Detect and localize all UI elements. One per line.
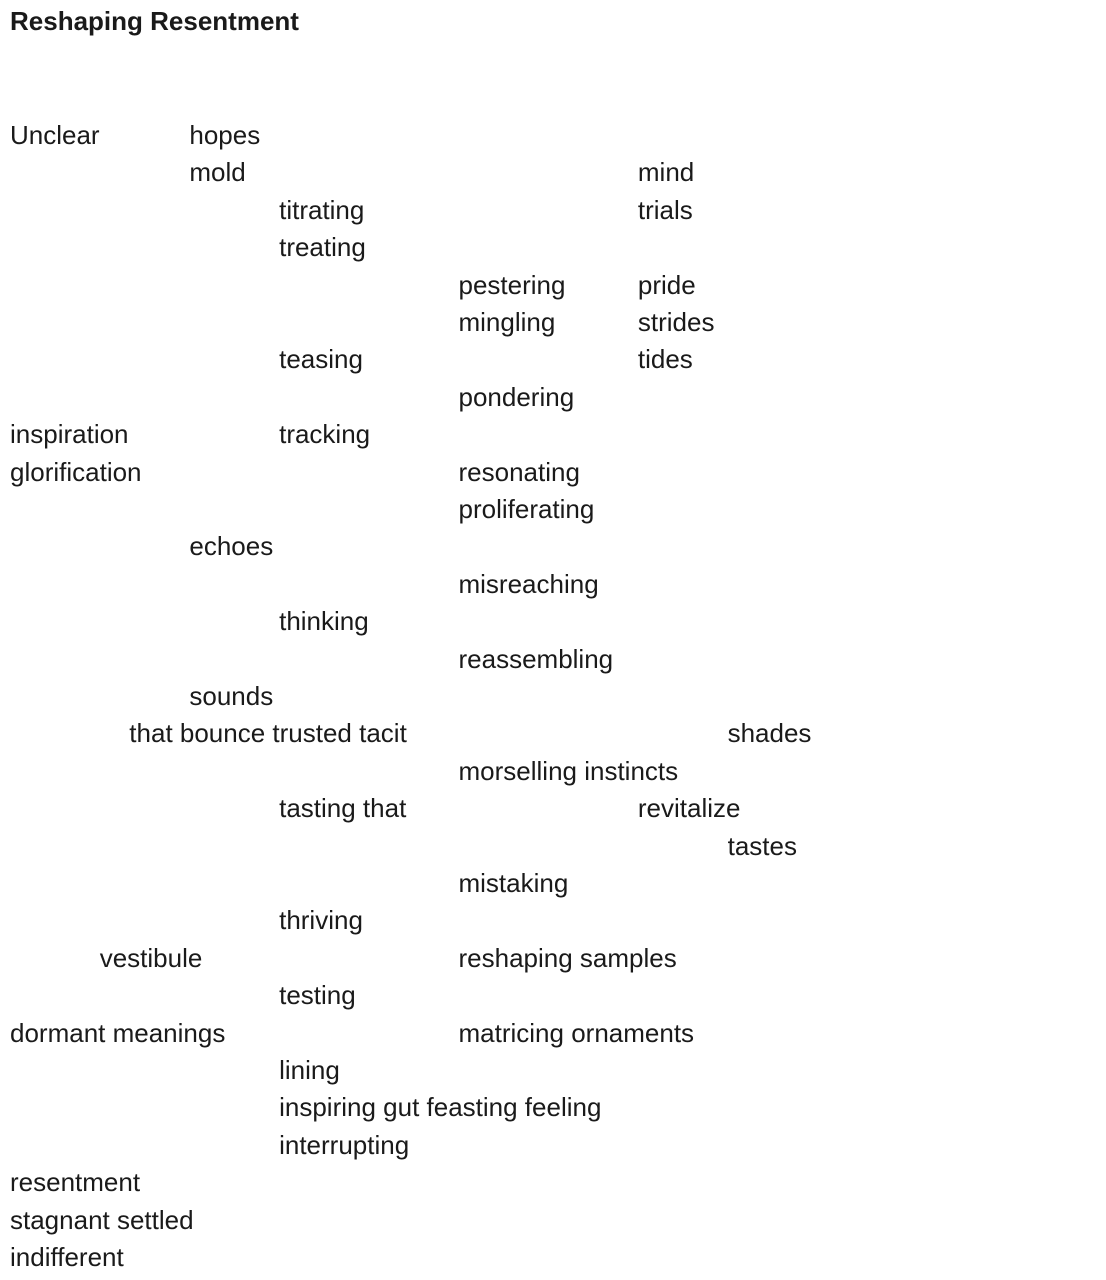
poem-line: proliferating: [0, 492, 1106, 529]
poem-fragment: pestering: [458, 269, 566, 300]
poem-line: vestibule reshaping samples: [0, 941, 1106, 978]
poem-fragment: vestibule: [99, 942, 203, 973]
poem-fragment: glorification: [10, 456, 142, 487]
poem-fragment: shades: [727, 718, 812, 749]
poem-fragment: echoes: [189, 531, 274, 562]
poem-fragment: Unclear: [10, 120, 100, 150]
poem-fragment: thriving: [279, 905, 363, 936]
poem-line: thinking: [0, 604, 1106, 641]
poem-line: dormant meanings matricing ornaments: [0, 1016, 1106, 1053]
poem-line: glorification resonating: [0, 455, 1106, 492]
poem-line: mold mind: [0, 155, 1106, 192]
poem-fragment: misreaching: [458, 568, 599, 599]
poem-fragment: reshaping samples: [458, 942, 677, 973]
poem-fragment: mind: [637, 157, 695, 188]
poem-line: teasing tides: [0, 342, 1106, 379]
poem-fragment: teasing: [279, 344, 363, 375]
poem-fragment: mingling: [458, 307, 556, 337]
poem-fragment: hopes: [189, 120, 261, 150]
poem-fragment: treating: [279, 232, 366, 263]
poem-line: tastes: [0, 829, 1106, 866]
poem-fragment: stagnant settled: [10, 1204, 194, 1235]
poem-line: misreaching: [0, 567, 1106, 604]
poem-fragment: matricing ornaments: [458, 1017, 695, 1048]
poem-fragment: dormant meanings: [10, 1017, 226, 1048]
poem-fragment: thinking: [279, 606, 369, 637]
poem-fragment: inspiring gut feasting feeling: [279, 1092, 602, 1123]
poem-line: stagnant settled: [0, 1203, 1106, 1240]
poem-fragment: proliferating: [458, 494, 595, 524]
poem-fragment: inspiration: [10, 419, 129, 450]
poem-line: thriving: [0, 903, 1106, 940]
poem-fragment: pride: [637, 269, 696, 300]
poem-fragment: testing: [279, 980, 356, 1011]
poem-fragment: interrupting: [279, 1129, 410, 1160]
poem-fragment: strides: [637, 307, 715, 337]
poem-fragment: titrating: [279, 194, 365, 225]
poem-fragment: indifferent: [10, 1242, 124, 1272]
poem-line: interrupting: [0, 1128, 1106, 1165]
poem-title: Reshaping Resentment: [10, 6, 299, 36]
poem-fragment: resentment: [10, 1167, 141, 1198]
poem-fragment: reassembling: [458, 643, 614, 674]
poem-line: pondering: [0, 380, 1106, 417]
poem-line: sounds: [0, 679, 1106, 716]
poem-line: inspiring gut feasting feeling: [0, 1090, 1106, 1127]
poem-line: mingling strides: [0, 305, 1106, 342]
poem-line: indifferent: [0, 1240, 1106, 1277]
poem-fragment: mold: [189, 157, 246, 188]
poem-fragment: morselling instincts: [458, 755, 679, 786]
poem-line: reassembling: [0, 642, 1106, 679]
poem-line: mistaking: [0, 866, 1106, 903]
poem-fragment: revitalize: [637, 793, 741, 824]
poem-fragment: tracking: [279, 419, 371, 450]
poem-fragment: resonating: [458, 456, 580, 487]
poem-fragment: lining: [279, 1055, 340, 1085]
poem-line: resentment: [0, 1165, 1106, 1202]
poem-fragment: mistaking: [458, 868, 569, 898]
poem-fragment: tastes: [727, 830, 797, 861]
poem-fragment: sounds: [189, 681, 274, 711]
poem-line: testing: [0, 978, 1106, 1015]
poem-line: Unclear hopes: [0, 118, 1106, 155]
poem-line: that bounce trusted tacit shades: [0, 716, 1106, 753]
poem-fragment: tasting that: [279, 793, 407, 824]
poem-fragment: trials: [637, 194, 693, 225]
poem-line: pestering pride: [0, 268, 1106, 305]
poem-line: lining: [0, 1053, 1106, 1090]
poem-line: titrating trials: [0, 193, 1106, 230]
poem-fragment: pondering: [458, 381, 575, 412]
poem-fragment: tides: [637, 344, 693, 375]
poem-line: echoes: [0, 529, 1106, 566]
poem-line: tasting that revitalize: [0, 791, 1106, 828]
poem-line: inspiration tracking: [0, 417, 1106, 454]
poem-line: morselling instincts: [0, 754, 1106, 791]
poem-line: treating: [0, 230, 1106, 267]
poem-fragment: that bounce trusted tacit: [129, 718, 407, 749]
